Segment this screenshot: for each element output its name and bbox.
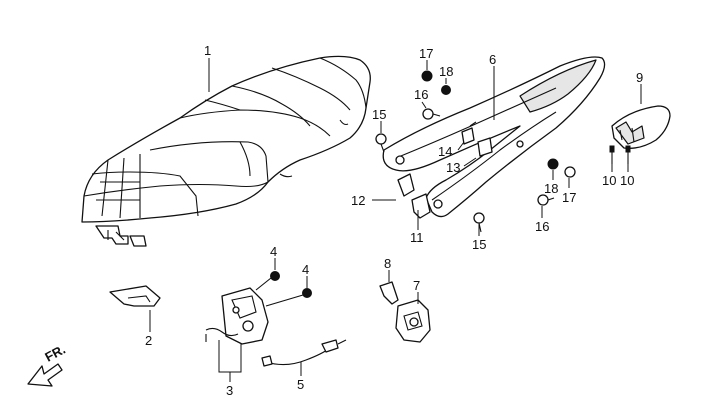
callout-10-left: 10 [602,173,616,188]
seat-lock-assembly [205,287,269,345]
callout-12: 12 [351,193,365,208]
callout-18-lower: 18 [544,181,558,196]
callout-14: 14 [438,144,452,159]
rear-grab-rail [382,56,606,218]
callout-16-upper: 16 [414,87,428,102]
release-housing [395,299,431,343]
callout-10-right: 10 [620,173,634,188]
callout-numbers: 1 2 3 4 4 5 6 7 8 9 10 10 11 12 13 14 15… [145,43,643,398]
callout-16-lower: 16 [535,219,549,234]
callout-18-upper: 18 [439,64,453,79]
callout-17-upper: 17 [419,46,433,61]
callout-9: 9 [636,70,643,85]
callout-6: 6 [489,52,496,67]
lock-bolts [255,271,312,307]
front-direction-arrow-icon: FR. [27,342,68,387]
callout-8: 8 [384,256,391,271]
seat-assembly [81,55,371,247]
bolts-and-nuts [375,70,576,233]
callout-4-upper: 4 [270,244,277,259]
callout-15-lower: 15 [472,237,486,252]
callout-3: 3 [226,383,233,398]
release-bracket [379,281,399,305]
callout-2: 2 [145,333,152,348]
direction-label: FR. [42,342,68,365]
callout-7: 7 [413,278,420,293]
callout-13: 13 [446,160,460,175]
rail-clips [397,127,493,219]
callout-17-lower: 17 [562,190,576,205]
latch-plate [109,285,161,307]
callout-1: 1 [204,43,211,58]
small-screws [609,145,631,164]
rear-tail-piece [611,105,671,149]
callout-15-upper: 15 [372,107,386,122]
callout-11: 11 [410,230,424,245]
callout-4-lower: 4 [302,262,309,277]
leader-lines [149,58,642,382]
seat-release-cable [261,339,347,367]
callout-5: 5 [297,377,304,392]
